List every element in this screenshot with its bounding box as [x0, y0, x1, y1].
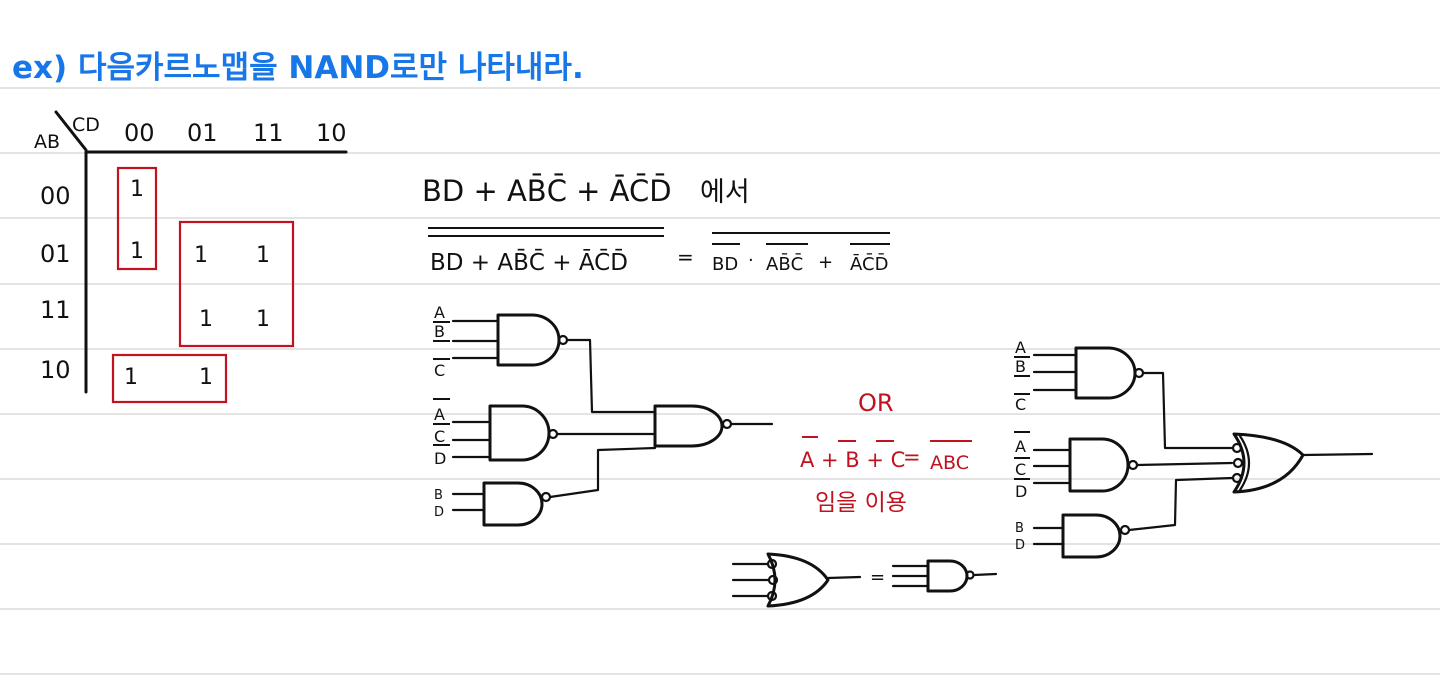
input-label: A	[434, 303, 445, 322]
kmap-cell-one: 1	[199, 307, 213, 332]
nand-circuit-1: A B C A C D B D	[433, 303, 774, 527]
inversion-bubble	[767, 574, 779, 586]
equivalence-equals: =	[870, 567, 885, 588]
or-label: OR	[858, 389, 894, 417]
input-label: D	[434, 505, 444, 520]
or-identity-note: OR A + B + C = ABC 임을 이용	[800, 389, 972, 516]
equals-sign: =	[677, 245, 694, 269]
nand-gate	[496, 313, 561, 367]
identity-equals: =	[903, 445, 921, 469]
page-title: ex) 다음카르노맵을 NAND로만 나타내라.	[12, 50, 584, 86]
nand-term-3: ĀC̄D̄	[850, 253, 888, 275]
nand-term-2: AB̄C̄	[766, 253, 803, 275]
input-label: C	[1015, 460, 1026, 479]
inversion-bubble	[965, 570, 975, 580]
kmap-row-var: AB	[34, 131, 60, 153]
input-label: A	[434, 405, 445, 424]
input-label: B	[434, 322, 445, 341]
kmap-cell-one: 1	[194, 243, 208, 268]
kmap-group-box	[178, 220, 295, 348]
input-label: D	[1015, 482, 1027, 501]
karnaugh-map: AB CD 00 01 11 10 00 01 11 10 1 1 1 1 1 …	[34, 110, 348, 404]
inversion-bubble	[721, 418, 733, 430]
input-label: A	[1015, 437, 1026, 456]
or-nand-equivalence: =	[731, 552, 998, 608]
inversion-bubble	[1232, 457, 1244, 469]
inversion-bubble	[1127, 459, 1139, 471]
dot-op: ·	[748, 250, 754, 271]
input-label: B	[1015, 521, 1024, 536]
kmap-cell-one: 1	[256, 307, 270, 332]
kmap-col-header: 01	[187, 119, 218, 147]
kmap-col-var: CD	[72, 114, 100, 136]
input-label: A	[1015, 338, 1026, 357]
nand-gate	[1074, 346, 1137, 400]
identity-note-text: 임을 이용	[815, 490, 907, 516]
double-negation-expression: BD + AB̄C̄ + ĀC̄D̄ = BD · AB̄C̄ + ĀC̄D̄	[428, 227, 890, 276]
nand-term-1: BD	[712, 254, 738, 275]
plus-op: +	[818, 252, 833, 273]
kmap-row-header: 11	[40, 296, 71, 324]
input-label: D	[1015, 538, 1025, 553]
nand-gate	[482, 481, 544, 527]
nand-circuit-2: A B C A C D B D	[1014, 338, 1374, 559]
nand-gate-output	[653, 404, 724, 448]
kmap-cell-one: 1	[124, 365, 138, 390]
kmap-cell-one: 1	[130, 239, 144, 264]
nand-gate	[926, 559, 969, 593]
input-label: D	[434, 449, 446, 468]
sop-suffix: 에서	[700, 177, 750, 208]
input-label: C	[1015, 395, 1026, 414]
kmap-row-header: 00	[40, 182, 71, 210]
input-label: C	[434, 361, 445, 380]
nand-gate	[1061, 513, 1122, 559]
kmap-group-box	[111, 353, 228, 404]
double-neg-left: BD + AB̄C̄ + ĀC̄D̄	[430, 248, 628, 276]
identity-lhs: A + B + C	[800, 448, 905, 472]
kmap-cell-one: 1	[199, 365, 213, 390]
ruled-lines	[0, 87, 1440, 675]
kmap-group-box	[116, 166, 158, 271]
inversion-bubble	[1119, 524, 1131, 536]
kmap-col-header: 10	[316, 119, 347, 147]
input-label: C	[434, 427, 445, 446]
or-gate	[766, 552, 830, 608]
input-label: B	[1015, 357, 1026, 376]
inversion-bubble	[540, 491, 552, 503]
kmap-row-header: 01	[40, 240, 71, 268]
kmap-cell-one: 1	[256, 243, 270, 268]
input-label: B	[434, 488, 443, 503]
kmap-cell-one: 1	[130, 177, 144, 202]
or-gate	[1232, 432, 1305, 494]
nand-gate	[1068, 437, 1130, 493]
identity-rhs: ABC	[930, 452, 969, 474]
kmap-col-header: 11	[253, 119, 284, 147]
sop-expression: BD + AB̄C̄ + ĀC̄D̄ 에서	[422, 174, 750, 208]
kmap-row-header: 10	[40, 356, 71, 384]
kmap-col-header: 00	[124, 119, 155, 147]
sop-text: BD + AB̄C̄ + ĀC̄D̄	[422, 174, 672, 208]
